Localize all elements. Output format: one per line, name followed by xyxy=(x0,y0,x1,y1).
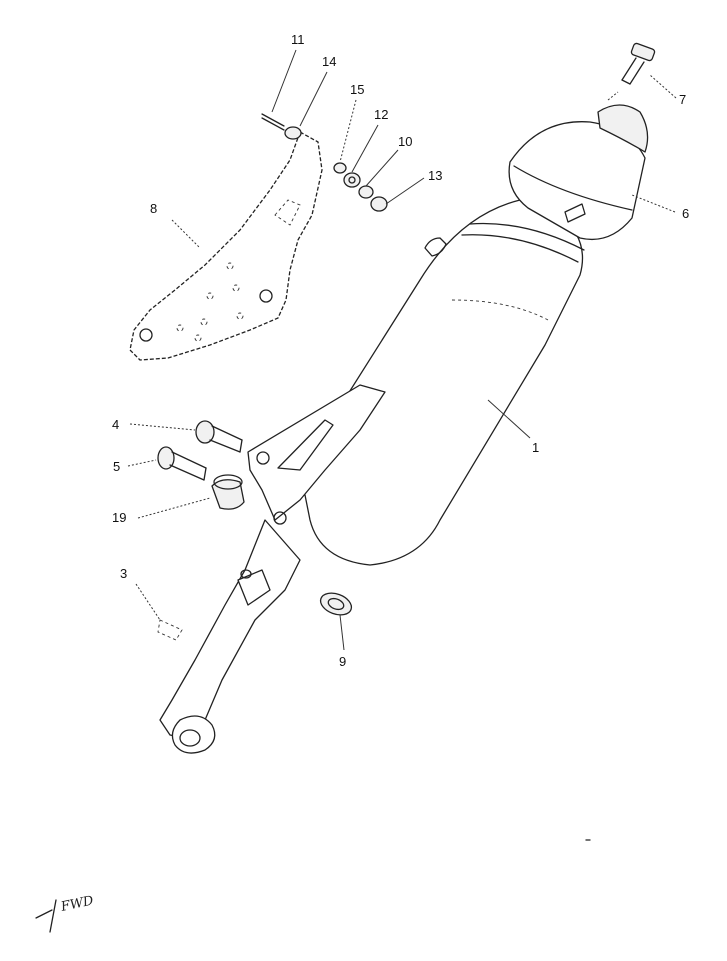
muffler-mount-bracket xyxy=(247,384,386,525)
callout-labels: 11 14 15 12 10 13 8 7 6 1 4 5 19 3 9 xyxy=(112,32,689,669)
nut-12 xyxy=(343,172,361,188)
callout-4: 3 xyxy=(120,566,127,581)
end-cap xyxy=(508,104,649,241)
callout-6: 5 xyxy=(113,459,120,474)
callout-13: 13 xyxy=(428,168,442,183)
collar-19 xyxy=(211,474,245,510)
callout-10: 10 xyxy=(398,134,412,149)
leader-lines xyxy=(127,49,677,651)
bolt-6 xyxy=(157,446,207,481)
washer-14 xyxy=(284,126,302,140)
bolt-8 xyxy=(621,42,656,85)
callout-19: 19 xyxy=(112,510,126,525)
fwd-direction-mark: FWD xyxy=(35,893,96,933)
muffler-body xyxy=(299,199,585,566)
callout-9: 8 xyxy=(150,201,157,216)
callout-7: 6 xyxy=(682,206,689,221)
exhaust-header-pipe xyxy=(159,519,301,754)
callout-5: 4 xyxy=(112,417,119,432)
callout-12: 12 xyxy=(374,107,388,122)
callout-15: 15 xyxy=(350,82,364,97)
fwd-text: FWD xyxy=(59,893,96,915)
callout-8: 7 xyxy=(679,92,686,107)
spacer-15 xyxy=(333,162,347,174)
callout-14: 14 xyxy=(322,54,336,69)
callout-11: 11 xyxy=(291,32,305,47)
heat-shield-plate xyxy=(129,131,323,361)
callout-3: 9 xyxy=(339,654,346,669)
bolt-11 xyxy=(261,113,285,131)
nut-13 xyxy=(370,196,388,212)
bolt-4 xyxy=(157,619,183,641)
washer-10 xyxy=(358,185,374,199)
gasket-3 xyxy=(319,592,353,616)
bolt-5 xyxy=(195,420,243,453)
callout-1: 1 xyxy=(532,440,539,455)
